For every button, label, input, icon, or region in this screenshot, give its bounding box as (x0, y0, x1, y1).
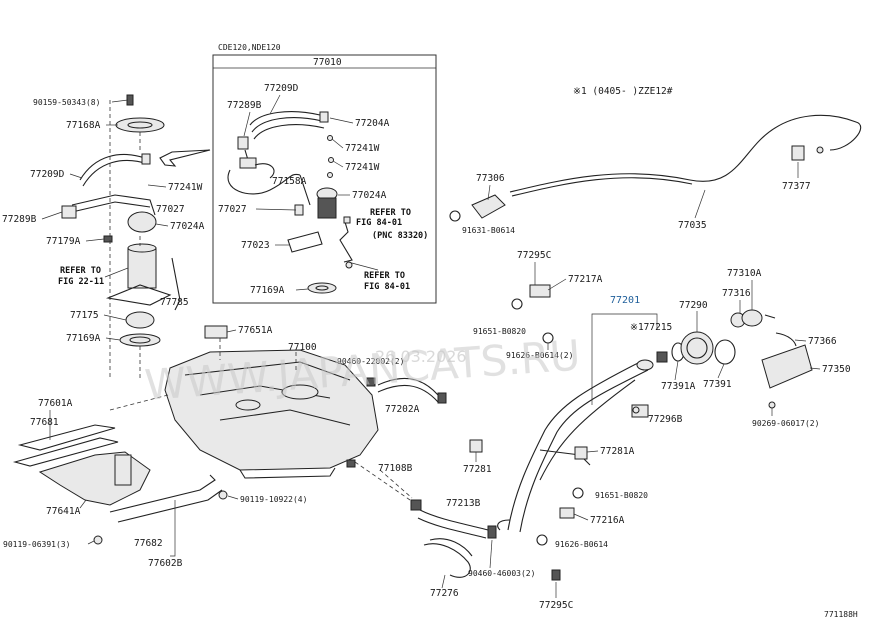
part-label-77290[interactable]: 77290 (679, 300, 708, 311)
part-label-77295c-top[interactable]: 77295C (517, 250, 551, 261)
part-label-77241w[interactable]: 77241W (168, 182, 203, 193)
part-label-77350[interactable]: 77350 (822, 364, 851, 375)
fuel-tank-drawing (109, 325, 379, 479)
part-label-77169a[interactable]: 77169A (66, 333, 101, 344)
part-label-77682[interactable]: 77682 (134, 538, 163, 549)
filler-hose-drawing (354, 461, 497, 578)
part-label-77216a[interactable]: 77216A (590, 515, 625, 526)
part-label-77391a[interactable]: 77391A (661, 381, 696, 392)
part-label-77295c-bottom[interactable]: 77295C (539, 600, 573, 611)
part-label-90159[interactable]: 90159-50343(8) (33, 98, 100, 107)
hose-77202a (377, 377, 439, 396)
part-label-77024a-inner[interactable]: 77024A (352, 190, 387, 201)
part-label-77641a[interactable]: 77641A (46, 506, 81, 517)
subassembly-header: CDE120,NDE120 (218, 43, 281, 52)
part-label-91631[interactable]: 91631-B0614 (462, 226, 515, 235)
figure-id: 771188H (824, 610, 858, 619)
refer-note-1c: (PNC 83320) (372, 231, 428, 241)
part-label-77027[interactable]: 77027 (156, 204, 185, 215)
refer-note-1b[interactable]: FIG 84-01 (356, 218, 402, 228)
part-label-77601a[interactable]: 77601A (38, 398, 73, 409)
refer-note-2: REFER TO (364, 271, 405, 281)
part-label-91651-b0820-top[interactable]: 91651-B0820 (473, 327, 526, 336)
part-label-77289b[interactable]: 77289B (2, 214, 37, 225)
part-label-77366[interactable]: 77366 (808, 336, 837, 347)
part-label-77201[interactable]: 77201 (610, 295, 640, 306)
part-label-77215[interactable]: ※177215 (630, 322, 672, 333)
variant-note: ※1 (0405- )ZZE12# (573, 86, 673, 97)
part-label-77035[interactable]: 77035 (678, 220, 707, 231)
part-label-77377[interactable]: 77377 (782, 181, 811, 192)
part-label-77217a[interactable]: 77217A (568, 274, 603, 285)
part-label-77306[interactable]: 77306 (476, 173, 505, 184)
part-label-91626-bottom[interactable]: 91626-B0614 (555, 540, 608, 549)
part-label-90119-06391[interactable]: 90119-06391(3) (3, 540, 70, 549)
part-label-77213b[interactable]: 77213B (446, 498, 481, 509)
part-label-77209d-inner[interactable]: 77209D (264, 83, 299, 94)
sender-harness-drawing (227, 111, 353, 294)
filler-pipe-drawing (469, 284, 668, 533)
part-label-77169a-inner[interactable]: 77169A (250, 285, 285, 296)
part-label-77241w-inner-1[interactable]: 77241W (345, 143, 380, 154)
part-label-90460-22002[interactable]: 90460-22002(2) (337, 357, 404, 366)
part-label-77681[interactable]: 77681 (30, 417, 59, 428)
direction-arrow (159, 149, 211, 167)
part-label-77281[interactable]: 77281 (463, 464, 492, 475)
part-label-77108b[interactable]: 77108B (378, 463, 413, 474)
part-link-77010[interactable]: 77010 (313, 57, 342, 68)
part-label-77241w-inner-2[interactable]: 77241W (345, 162, 380, 173)
part-label-77316[interactable]: 77316 (722, 288, 751, 299)
part-label-77276[interactable]: 77276 (430, 588, 459, 599)
refer-note-left: REFER TO (60, 266, 101, 276)
part-label-77158a[interactable]: 77158A (272, 176, 307, 187)
part-label-77202a[interactable]: 77202A (385, 404, 420, 415)
refer-note-left-b[interactable]: FIG 22-11 (58, 277, 104, 287)
watermark-date: 26.03.2026 (375, 347, 467, 366)
part-label-77289b-inner[interactable]: 77289B (227, 100, 262, 111)
part-label-77296b[interactable]: 77296B (648, 414, 683, 425)
part-label-77175[interactable]: 77175 (70, 310, 99, 321)
part-label-91651-b0820-bottom[interactable]: 91651-B0820 (595, 491, 648, 500)
subassembly-frame (212, 54, 437, 304)
part-label-77027-inner[interactable]: 77027 (218, 204, 247, 215)
part-label-90269[interactable]: 90269-06017(2) (752, 419, 819, 428)
opener-cable-drawing (471, 114, 862, 219)
part-label-77023[interactable]: 77023 (241, 240, 270, 251)
left-pump-cluster-drawing (61, 94, 181, 380)
part-label-77024a[interactable]: 77024A (170, 221, 205, 232)
clamp-77202a (437, 392, 447, 404)
part-label-77209d[interactable]: 77209D (30, 169, 65, 180)
part-label-77168a[interactable]: 77168A (66, 120, 101, 131)
part-label-77179a[interactable]: 77179A (46, 236, 81, 247)
part-label-90460-46003[interactable]: 90460-46003(2) (468, 569, 535, 578)
part-label-90119-10922[interactable]: 90119-10922(4) (240, 495, 307, 504)
refer-note-1: REFER TO (370, 208, 411, 218)
part-label-77100[interactable]: 77100 (288, 342, 317, 353)
part-label-77785[interactable]: 77785 (160, 297, 189, 308)
part-label-91626-top[interactable]: 91626-B0614(2) (506, 351, 573, 360)
part-label-77602b[interactable]: 77602B (148, 558, 183, 569)
part-label-77310a[interactable]: 77310A (727, 268, 762, 279)
part-label-77204a[interactable]: 77204A (355, 118, 390, 129)
part-label-77391[interactable]: 77391 (703, 379, 732, 390)
refer-note-2b[interactable]: FIG 84-01 (364, 282, 410, 292)
tank-straps-drawing (12, 424, 228, 545)
part-label-77651a[interactable]: 77651A (238, 325, 273, 336)
part-label-77281a[interactable]: 77281A (600, 446, 635, 457)
part-label-77010[interactable]: 77010 (313, 57, 342, 68)
